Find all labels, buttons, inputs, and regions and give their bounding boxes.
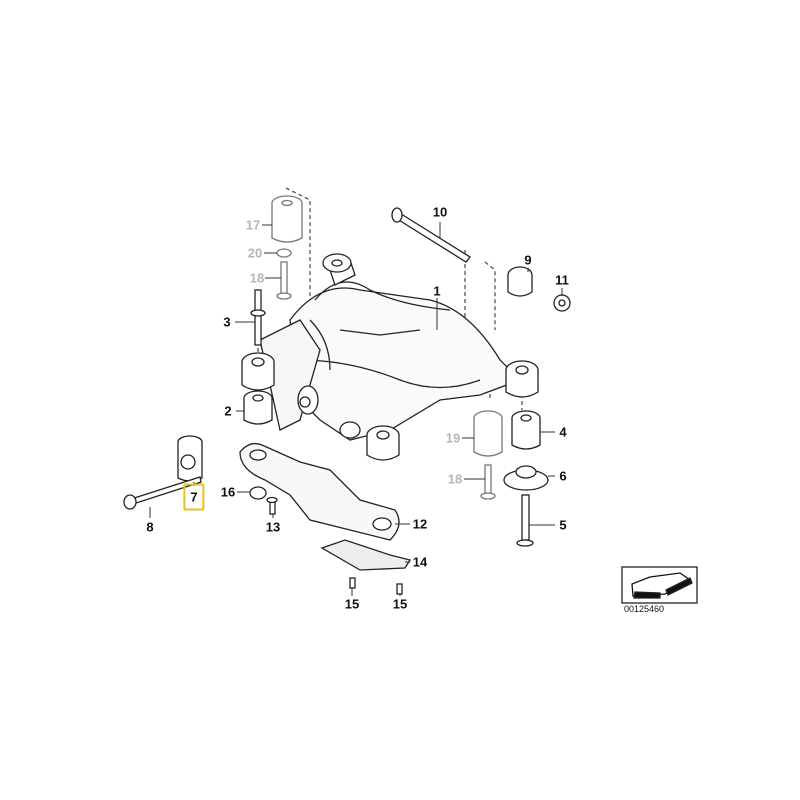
part-20-washer xyxy=(276,248,292,258)
part-6-mount xyxy=(503,465,549,491)
part-10-bolt xyxy=(391,207,471,263)
callout-15b[interactable]: 15 xyxy=(392,596,408,612)
callout-5[interactable]: 5 xyxy=(559,517,567,533)
part-18-bolt xyxy=(276,261,292,300)
part-7-bushing xyxy=(177,435,203,482)
part-5-bolt xyxy=(516,494,534,547)
orientation-arrow-icon xyxy=(621,566,698,604)
callout-11[interactable]: 11 xyxy=(555,272,569,288)
callout-18[interactable]: 18 xyxy=(249,270,265,286)
leader-lines xyxy=(149,222,563,596)
callout-15[interactable]: 15 xyxy=(344,596,360,612)
part-8-bolt xyxy=(123,476,202,510)
callout-12[interactable]: 12 xyxy=(412,516,428,532)
frame-bushings xyxy=(241,253,539,461)
part-14-cover xyxy=(320,539,412,571)
part-4-bushing xyxy=(511,410,541,450)
callout-10[interactable]: 10 xyxy=(432,204,448,220)
rear-subframe xyxy=(259,258,522,441)
part-19-bushing xyxy=(473,410,503,457)
callout-16[interactable]: 16 xyxy=(220,484,236,500)
part-16-nut xyxy=(249,486,267,500)
part-18b-bolt xyxy=(480,464,496,500)
callout-9[interactable]: 9 xyxy=(524,252,532,268)
callout-2[interactable]: 2 xyxy=(224,403,232,419)
part-3-stud xyxy=(250,289,266,346)
callout-17[interactable]: 17 xyxy=(245,217,261,233)
callout-1[interactable]: 1 xyxy=(433,283,441,299)
callout-8[interactable]: 8 xyxy=(146,519,154,535)
part-2-bushing xyxy=(243,390,273,425)
part-9-bushing xyxy=(507,266,533,297)
callout-18b[interactable]: 18 xyxy=(447,471,463,487)
callout-6[interactable]: 6 xyxy=(559,468,567,484)
callout-20[interactable]: 20 xyxy=(247,245,263,261)
callout-7-highlighted[interactable]: 7 xyxy=(183,483,205,511)
callout-14[interactable]: 14 xyxy=(412,554,428,570)
part-17-bushing xyxy=(271,195,303,243)
part-15-screws xyxy=(349,577,403,595)
callout-13[interactable]: 13 xyxy=(265,519,281,535)
part-13-screw xyxy=(266,496,278,515)
callout-19[interactable]: 19 xyxy=(445,430,461,446)
part-12-bracket xyxy=(239,442,400,541)
callout-4[interactable]: 4 xyxy=(559,424,567,440)
callout-3[interactable]: 3 xyxy=(223,314,231,330)
diagram-reference-number: 00125460 xyxy=(624,604,665,614)
part-11-nut xyxy=(553,294,571,312)
